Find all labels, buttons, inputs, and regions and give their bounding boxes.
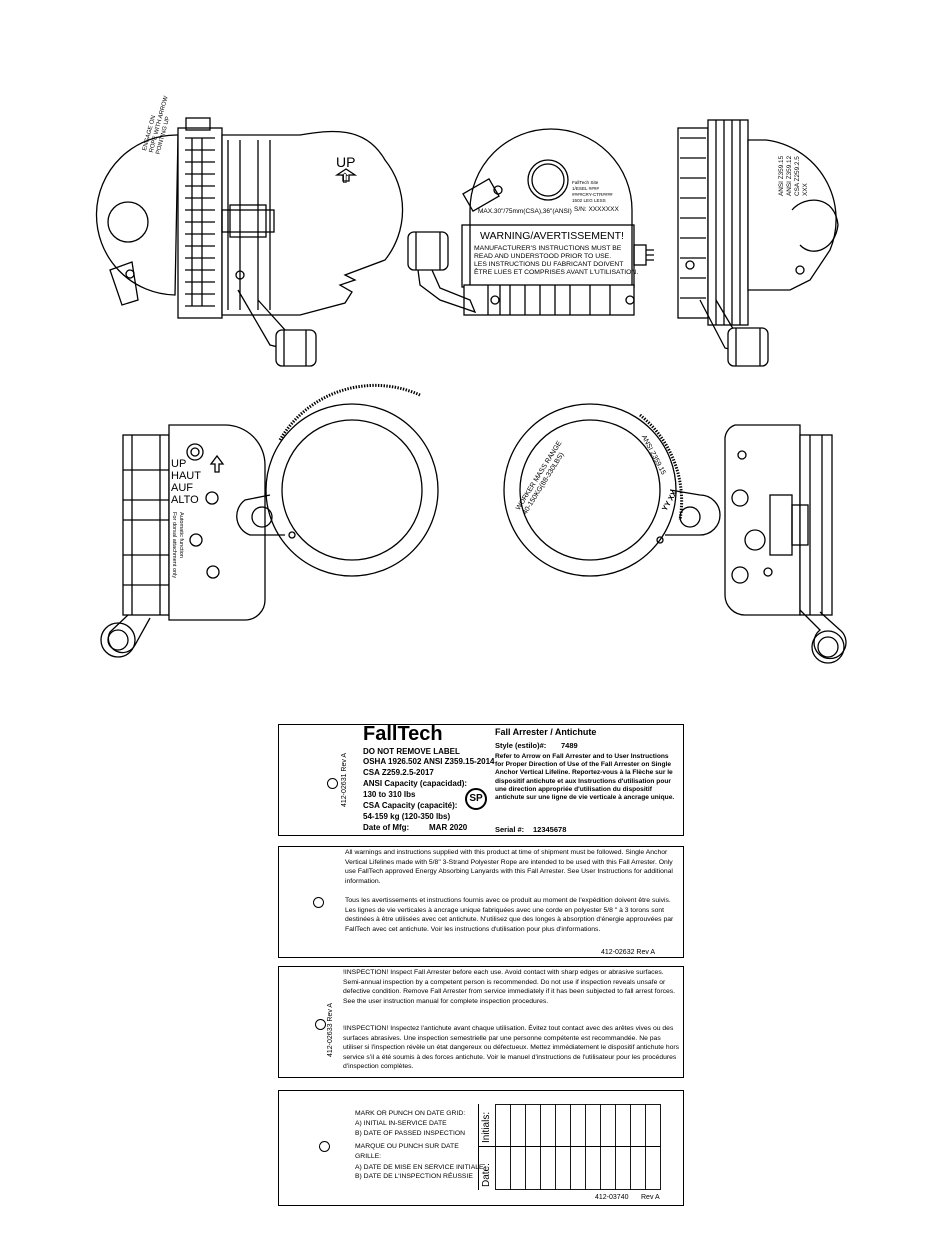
dorsal-line-1: Automatic function: [178, 512, 184, 559]
label-mount-hole: [315, 1019, 326, 1030]
std-line-2: ANSI Z359.12: [786, 155, 793, 196]
label-mount-hole: [319, 1141, 330, 1152]
grid-item-en-b: B) DATE OF PASSED INSPECTION: [355, 1130, 466, 1137]
warning-body: MANUFACTURER'S INSTRUCTIONS MUST BE READ…: [474, 245, 638, 277]
grid-divider: [478, 1104, 479, 1190]
brand-logo: FallTech: [363, 723, 443, 745]
device-serial: S/N: XXXXXXX: [574, 206, 619, 213]
label-date-grid: MARK OR PUNCH ON DATE GRID: A) INITIAL I…: [278, 1090, 684, 1206]
std-line-4: XXX: [802, 183, 809, 196]
warnings-fr: Tous les avertissements et instructions …: [345, 897, 674, 933]
up-label: UP: [336, 154, 356, 170]
up-arrow-icon: ⇧: [339, 170, 351, 186]
up-multilang: UP HAUT AUF ALTO: [171, 458, 201, 506]
csa-capacity-title: CSA Capacity (capacité):: [363, 801, 458, 810]
mfg-date-value: MAR 2020: [429, 823, 468, 832]
device-plate-small: FallTech Site 1/ESEL #### ####CRY-CTR###…: [572, 180, 613, 204]
csa-certification-icon: SP: [465, 788, 487, 810]
do-not-remove: DO NOT REMOVE LABEL: [363, 747, 460, 756]
up-de: AUF: [171, 482, 193, 494]
warning-line-1: MANUFACTURER'S INSTRUCTIONS MUST BE: [474, 245, 622, 252]
label1-title: Fall Arrester / Antichute: [495, 727, 597, 737]
dorsal-notice: Automatic function For dorsal attachment…: [170, 512, 184, 578]
dorsal-line-2: For dorsal attachment only: [171, 512, 177, 579]
view-front-left: [95, 117, 404, 367]
label-main: 412-02631 Rev A FallTech DO NOT REMOVE L…: [278, 723, 684, 836]
grid-heading-fr-1: MARQUE OU PUNCH SUR DATE: [355, 1143, 459, 1150]
grid-heading-fr-2: GRILLE:: [355, 1153, 382, 1160]
serial-value: 12345678: [533, 825, 567, 834]
view-side-right-plate: [724, 424, 847, 664]
plate-line-2: 1/ESEL ####: [572, 186, 599, 191]
up-en: UP: [171, 458, 187, 470]
style-value: 7489: [561, 741, 578, 750]
label3-part-number: 412-02633 Rev A: [327, 1002, 334, 1057]
up-fr: HAUT: [171, 470, 201, 482]
label4-rev: Rev A: [641, 1194, 660, 1201]
fall-arrester-drawings: [95, 117, 847, 664]
ansi-capacity-title: ANSI Capacity (capacidad):: [363, 779, 468, 788]
label-mount-hole: [313, 897, 324, 908]
warning-line-3: LES INSTRUCTIONS DU FABRICANT DOIVENT: [474, 261, 624, 268]
osha-standard: OSHA 1926.502 ANSI Z359.15-2014: [363, 757, 495, 766]
up-es: ALTO: [171, 494, 199, 506]
view-ring-right: [503, 403, 721, 577]
plate-line-3: ####CRY-CTR####: [572, 192, 613, 197]
inspection-fr: !INSPECTION! Inspectez l'antichute avant…: [343, 1025, 680, 1071]
plate-line-1: FallTech Site: [572, 180, 599, 185]
view-front-center: [407, 128, 654, 316]
grid-heading-en: MARK OR PUNCH ON DATE GRID:: [355, 1110, 466, 1117]
warning-title: WARNING/AVERTISSEMENT!: [480, 230, 624, 242]
grid-item-fr-a: A) DATE DE MISE EN SERVICE INITIALE: [355, 1164, 484, 1171]
serial-label: Serial #:: [495, 825, 525, 834]
date-grid[interactable]: [495, 1104, 661, 1190]
label-inspection: 412-02633 Rev A !INSPECTION! Inspect Fal…: [278, 966, 684, 1078]
initials-header: Initials:: [481, 1111, 492, 1143]
inspection-en: !INSPECTION! Inspect Fall Arrester befor…: [343, 969, 676, 1005]
std-line-3: CSA Z259.2.5: [794, 156, 801, 196]
view-side-right: [677, 119, 839, 367]
grid-item-fr-b: B) DATE DE L'INSPECTION RÉUSSIE: [355, 1173, 473, 1180]
style-label: Style (estilo)#:: [495, 741, 547, 750]
csa-standard: CSA Z259.2.5-2017: [363, 768, 434, 777]
grid-divider-h: [478, 1146, 495, 1147]
view-ring-left: [236, 383, 439, 577]
view-side-left-plate: [100, 424, 266, 658]
warning-line-2: READ AND UNDERSTOOD PRIOR TO USE.: [474, 253, 612, 260]
plate-line-4: 1502 LEG LESS: [572, 198, 606, 203]
label1-part-number: 412-02631 Rev A: [341, 752, 348, 807]
warnings-en: All warnings and instructions supplied w…: [345, 849, 673, 885]
direction-instructions: Refer to Arrow on Fall Arrester and to U…: [495, 753, 675, 802]
date-header: Date:: [481, 1163, 492, 1187]
label2-part-number: 412-02632 Rev A: [601, 949, 656, 956]
label-mount-hole: [327, 778, 338, 789]
label4-part-number: 412-03740: [595, 1194, 629, 1201]
mfg-date-label: Date of Mfg:: [363, 823, 410, 832]
ansi-capacity-value: 130 to 310 lbs: [363, 790, 416, 799]
grid-item-en-a: A) INITIAL IN-SERVICE DATE: [355, 1120, 447, 1127]
max-rating: MAX.30"/75mm(CSA),36"(ANSI): [478, 208, 572, 215]
std-line-1: ANSI Z359.15: [778, 155, 785, 196]
label-warnings: All warnings and instructions supplied w…: [278, 846, 684, 958]
warning-line-4: ÊTRE LUES ET COMPRISES AVANT L'UTILISATI…: [474, 269, 639, 276]
standards-side: ANSI Z359.15 ANSI Z359.12 CSA Z259.2.5 X…: [778, 156, 810, 196]
csa-capacity-value: 54-159 kg (120-350 lbs): [363, 812, 451, 821]
